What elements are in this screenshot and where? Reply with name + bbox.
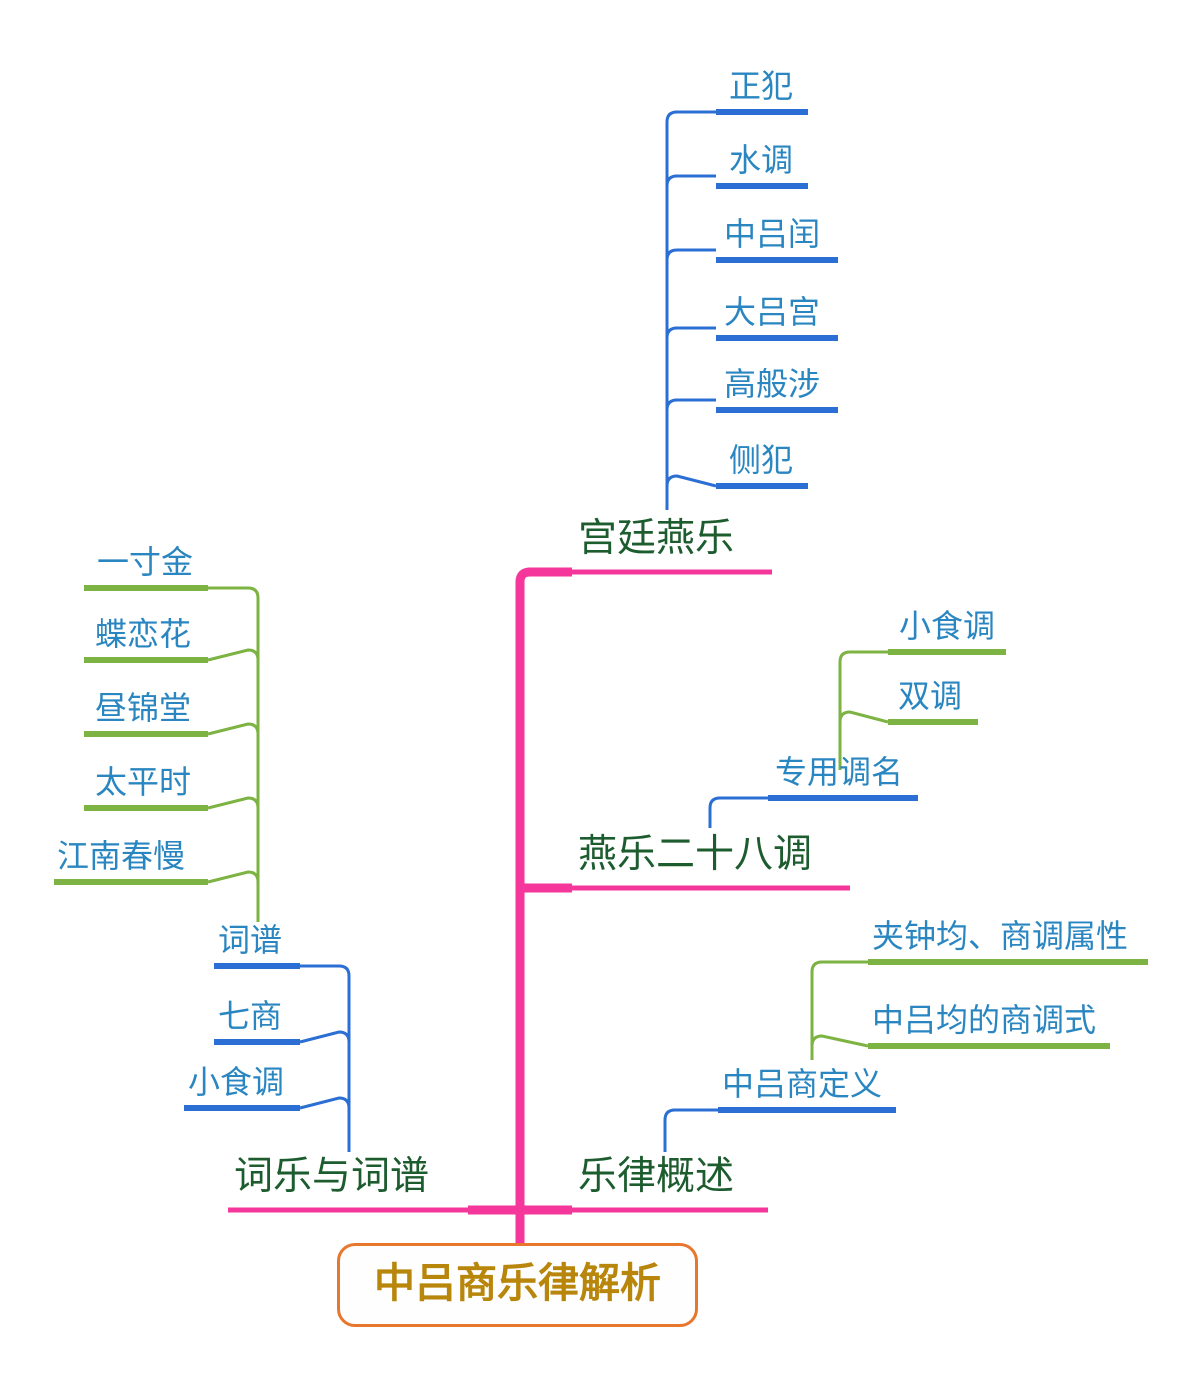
root-node-label: 中吕商乐律解析 — [374, 1260, 661, 1306]
leaf-node-zhonglvjun[interactable]: 中吕均的商调式 — [872, 1004, 1096, 1036]
branch-yuelv-dingyi — [663, 1108, 718, 1152]
leaf-node-shuangdiao[interactable]: 双调 — [898, 680, 962, 712]
leaf-label-dalv-gong: 大吕宫 — [724, 294, 821, 330]
branch-label-gongting-yanle: 宫廷燕乐 — [578, 517, 735, 560]
leaf-label-zhoujintang: 昼锦堂 — [95, 690, 192, 726]
leaf-label-shuangdiao: 双调 — [898, 678, 963, 714]
branch-gongting-2 — [665, 174, 716, 187]
leaf-node-yicunjin[interactable]: 一寸金 — [97, 546, 193, 578]
leaf-label-qishang: 七商 — [218, 998, 283, 1034]
branch-node-yanle28[interactable]: 燕乐二十八调 — [578, 835, 812, 874]
leaf-label-cefan: 侧犯 — [729, 442, 794, 478]
branch-dingyi-zhonglvjun — [810, 1034, 869, 1048]
leaf-node-zhonglv-run[interactable]: 中吕闰 — [724, 218, 820, 250]
branch-cipu-yicunjin — [208, 586, 260, 922]
branch-zhuanyong-shuangdiao — [838, 710, 889, 724]
leaf-node-jiangnanchunman[interactable]: 江南春慢 — [57, 840, 185, 872]
branch-gongting-1 — [665, 110, 716, 510]
leaf-label-gaobanshe: 高般涉 — [724, 366, 821, 402]
leaf-label-jiazhongjun: 夹钟均、商调属性 — [872, 918, 1129, 954]
leaf-node-shuidiao[interactable]: 水调 — [729, 144, 793, 176]
leaf-node-xiaoshidiao-a[interactable]: 小食调 — [899, 610, 995, 642]
branch-gongting-4 — [665, 326, 716, 339]
branch-node-yuelv-gaishu[interactable]: 乐律概述 — [578, 1157, 734, 1196]
branch-yanle28-zhuanyong — [708, 796, 768, 828]
leaf-node-dielianhua[interactable]: 蝶恋花 — [95, 618, 191, 650]
leaf-label-yicunjin: 一寸金 — [97, 544, 194, 580]
leaf-label-zhengfan: 正犯 — [729, 68, 794, 104]
root-node[interactable]: 中吕商乐律解析 — [337, 1243, 698, 1327]
leaf-label-xiaoshidiao-b: 小食调 — [188, 1064, 285, 1100]
branch-label-yuelv-gaishu: 乐律概述 — [578, 1155, 735, 1198]
branch-node-cile-yu-cipu[interactable]: 词乐与词谱 — [234, 1157, 429, 1196]
leaf-label-zhonglvshang-dingyi: 中吕商定义 — [722, 1066, 883, 1102]
branch-gongting-3 — [665, 248, 716, 261]
leaf-node-zhengfan[interactable]: 正犯 — [729, 70, 793, 102]
branch-cipu-jiangnanchunman — [207, 870, 260, 884]
branch-cile-qishang — [299, 1030, 351, 1044]
leaf-node-xiaoshidiao-b[interactable]: 小食调 — [188, 1066, 284, 1098]
branch-label-yanle28: 燕乐二十八调 — [578, 833, 813, 876]
branch-gongting-5 — [665, 398, 716, 411]
branch-zhuanyong-xiaoshidiao — [838, 650, 888, 770]
leaf-label-dielianhua: 蝶恋花 — [95, 616, 192, 652]
leaf-node-taipingshi[interactable]: 太平时 — [95, 766, 191, 798]
leaf-label-shuidiao: 水调 — [729, 142, 794, 178]
leaf-node-cipu[interactable]: 词谱 — [218, 924, 282, 956]
leaf-label-zhonglv-run: 中吕闰 — [724, 216, 821, 252]
leaf-label-xiaoshidiao-a: 小食调 — [899, 608, 996, 644]
leaf-node-qishang[interactable]: 七商 — [218, 1000, 282, 1032]
branch-dingyi-jiazhongjun — [810, 960, 868, 1060]
leaf-node-cefan[interactable]: 侧犯 — [729, 444, 793, 476]
branch-cipu-zhoujintang — [207, 722, 260, 736]
leaf-node-gaobanshe[interactable]: 高般涉 — [724, 368, 820, 400]
leaf-label-jiangnanchunman: 江南春慢 — [57, 838, 186, 874]
branch-node-gongting-yanle[interactable]: 宫廷燕乐 — [578, 519, 734, 558]
branch-cile-xiaoshidiao — [299, 1096, 351, 1110]
branch-cile-cipu — [300, 964, 351, 1152]
leaf-node-dalv-gong[interactable]: 大吕宫 — [724, 296, 820, 328]
leaf-node-zhoujintang[interactable]: 昼锦堂 — [95, 692, 191, 724]
branch-label-cile-yu-cipu: 词乐与词谱 — [234, 1155, 430, 1198]
leaf-node-jiazhongjun[interactable]: 夹钟均、商调属性 — [872, 920, 1128, 952]
branch-gongting-6 — [665, 474, 717, 488]
leaf-label-zhuanyong-diaoming: 专用调名 — [775, 754, 904, 790]
leaf-node-zhuanyong-diaoming[interactable]: 专用调名 — [775, 756, 903, 788]
leaf-node-zhonglvshang-dingyi[interactable]: 中吕商定义 — [722, 1068, 882, 1100]
leaf-label-cipu: 词谱 — [218, 922, 283, 958]
leaf-label-zhonglvjun: 中吕均的商调式 — [872, 1002, 1097, 1038]
branch-cipu-dielianhua — [207, 648, 260, 662]
branch-cipu-taipingshi — [207, 796, 260, 810]
leaf-label-taipingshi: 太平时 — [95, 764, 192, 800]
